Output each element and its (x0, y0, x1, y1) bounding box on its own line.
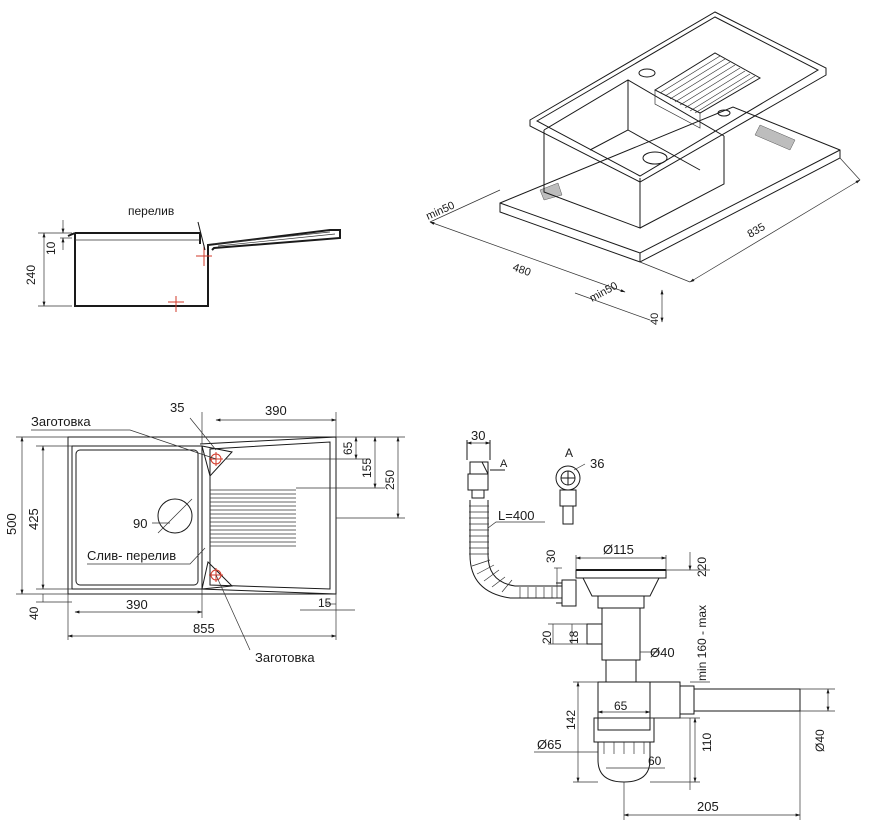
dim-40-pipe-label: Ø40 (650, 645, 675, 660)
hose-length-label: L=400 (498, 508, 535, 523)
dim-855-label: 855 (193, 621, 215, 636)
iso-dim-min50-right: min50 (588, 280, 620, 305)
detail-a-label: A (565, 446, 573, 460)
dim-390-bottom-label: 390 (126, 597, 148, 612)
dim-40-left-label: 40 (27, 606, 41, 620)
dim-65-label: 65 (341, 441, 355, 455)
dim-30-top-label: 30 (471, 428, 485, 443)
side-section-view: перелив 240 10 (24, 204, 341, 312)
dim-500-label: 500 (4, 513, 19, 535)
dim-40-outlet-label: Ø40 (813, 729, 827, 752)
dim-155-label: 155 (360, 458, 374, 478)
siphon-view: 30 A L=400 A 36 (466, 428, 835, 820)
dim-60-label: 60 (648, 754, 662, 768)
dim-205-label: 205 (697, 799, 719, 814)
overflow-label: перелив (128, 204, 174, 218)
isometric-view: min50 480 835 min50 40 (424, 11, 861, 325)
section-a-arrow-label: A (500, 458, 508, 470)
dim-65-width-label: 65 (614, 699, 628, 713)
top-view: Заготовка Слив- перелив Заготовка 90 390… (4, 400, 405, 665)
dim-35-label: 35 (170, 400, 184, 415)
dim-240-label: 240 (24, 265, 38, 285)
dim-425-label: 425 (26, 508, 41, 530)
dim-min-max-label: min 160 - max (695, 605, 709, 681)
iso-dim-480: 480 (511, 262, 532, 280)
drain-overflow-label: Слив- перелив (87, 548, 176, 563)
dim-115-label: Ø115 (603, 542, 634, 557)
dim-30-side-label: 30 (544, 549, 558, 563)
dim-10-label: 10 (44, 241, 58, 255)
blank-bottom-label: Заготовка (255, 650, 315, 665)
dim-18-label: 18 (567, 630, 581, 644)
blank-top-label: Заготовка (31, 414, 91, 429)
dim-220-label: 220 (695, 557, 709, 577)
iso-dim-min50-left: min50 (424, 200, 456, 223)
dim-142-label: 142 (564, 710, 578, 730)
dim-90-label: 90 (133, 516, 147, 531)
dim-15-label: 15 (318, 596, 332, 610)
iso-dim-40: 40 (649, 313, 661, 325)
dim-65-diam-label: Ø65 (537, 737, 562, 752)
dim-390-top-label: 390 (265, 403, 287, 418)
dim-250-label: 250 (383, 470, 397, 490)
dim-20-label: 20 (540, 630, 554, 644)
dim-36-label: 36 (590, 456, 604, 471)
dim-110-label: 110 (700, 733, 714, 752)
